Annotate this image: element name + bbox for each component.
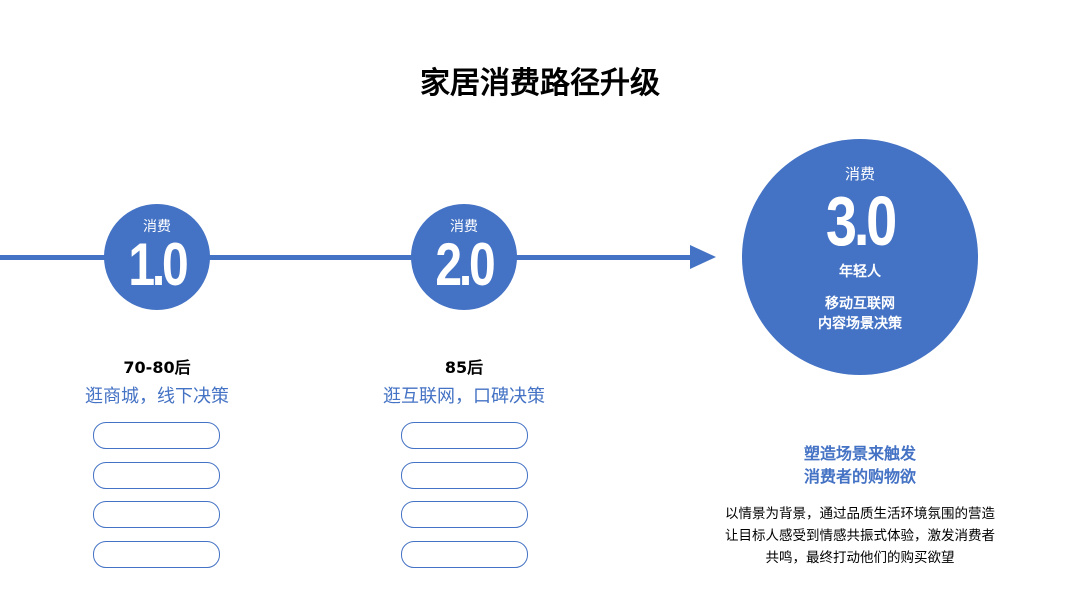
stage-1-description: 逛商城，线下决策 <box>85 386 229 407</box>
stage-1-version: 1.0 <box>128 231 188 298</box>
stage-2-circle: 消费 2.0 <box>411 204 517 310</box>
timeline-line <box>0 255 692 260</box>
body-text: 以情景为背景，通过品质生活环境氛围的营造 让目标人感受到情感共振式体验，激发消费… <box>690 503 1030 569</box>
stage-3-label: 消费 <box>844 165 875 183</box>
stage-1-pill <box>93 462 220 489</box>
body-line-1: 以情景为背景，通过品质生活环境氛围的营造 <box>725 506 995 522</box>
highlight-text: 塑造场景来触发 消费者的购物欲 <box>720 442 1000 488</box>
stage-2-label: 消费 <box>450 219 478 235</box>
stage-1-pill <box>93 541 220 568</box>
stage-3-line-1: 移动互联网 <box>825 296 895 312</box>
stage-1-pill <box>93 422 220 449</box>
stage-2-pill <box>401 462 528 489</box>
stage-2-pill <box>401 501 528 528</box>
stage-3-circle: 消费 3.0 年轻人 移动互联网 内容场景决策 <box>742 139 978 375</box>
stage-2-generation: 85后 <box>444 358 484 377</box>
stage-3-generation: 年轻人 <box>839 264 881 280</box>
stage-2-version: 2.0 <box>435 231 495 298</box>
highlight-line-1: 塑造场景来触发 <box>803 444 916 463</box>
body-line-2: 让目标人感受到情感共振式体验，激发消费者 <box>725 528 995 544</box>
slide-title: 家居消费路径升级 <box>420 66 660 101</box>
stage-2-pill <box>401 422 528 449</box>
timeline-arrowhead-icon <box>690 245 716 269</box>
stage-1-pill <box>93 501 220 528</box>
stage-2-pill <box>401 541 528 568</box>
stage-1-circle: 消费 1.0 <box>104 204 210 310</box>
stage-3-version: 3.0 <box>825 182 897 260</box>
stage-2-description: 逛互联网，口碑决策 <box>383 386 545 407</box>
body-line-3: 共鸣，最终打动他们的购买欲望 <box>765 550 955 566</box>
stage-1-generation: 70-80后 <box>123 358 191 377</box>
highlight-line-2: 消费者的购物欲 <box>803 467 916 486</box>
stage-1-label: 消费 <box>143 219 171 235</box>
stage-3-line-2: 内容场景决策 <box>818 316 902 332</box>
